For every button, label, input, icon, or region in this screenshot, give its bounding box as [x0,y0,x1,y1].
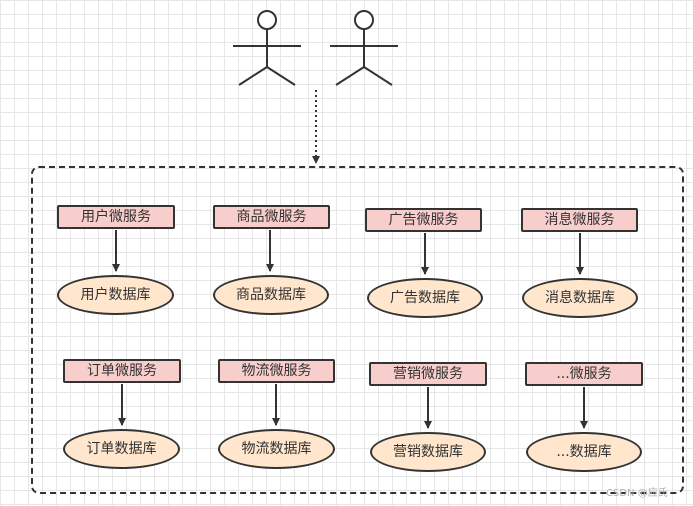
service-box-message: 消息微服务 [521,208,638,232]
user-actor-icon [233,10,301,86]
service-box-order: 订单微服务 [63,359,181,383]
service-box-logistics: 物流微服务 [218,359,335,383]
user-actor-icon [330,10,398,86]
service-box-ad: 广告微服务 [365,208,482,232]
database-message: 消息数据库 [522,278,638,318]
service-box-marketing: 营销微服务 [369,362,487,386]
database-user: 用户数据库 [57,275,174,315]
service-box-user: 用户微服务 [57,205,175,229]
service-box-product: 商品微服务 [213,205,330,229]
database-product: 商品数据库 [213,275,329,315]
service-box-other: ...微服务 [525,362,643,386]
database-logistics: 物流数据库 [218,429,335,469]
watermark: CSDN @应氏 [606,488,668,499]
database-other: ...数据库 [526,432,642,472]
database-marketing: 营销数据库 [370,432,486,472]
database-order: 订单数据库 [63,429,180,469]
database-ad: 广告数据库 [367,278,483,318]
system-boundary [31,166,684,494]
